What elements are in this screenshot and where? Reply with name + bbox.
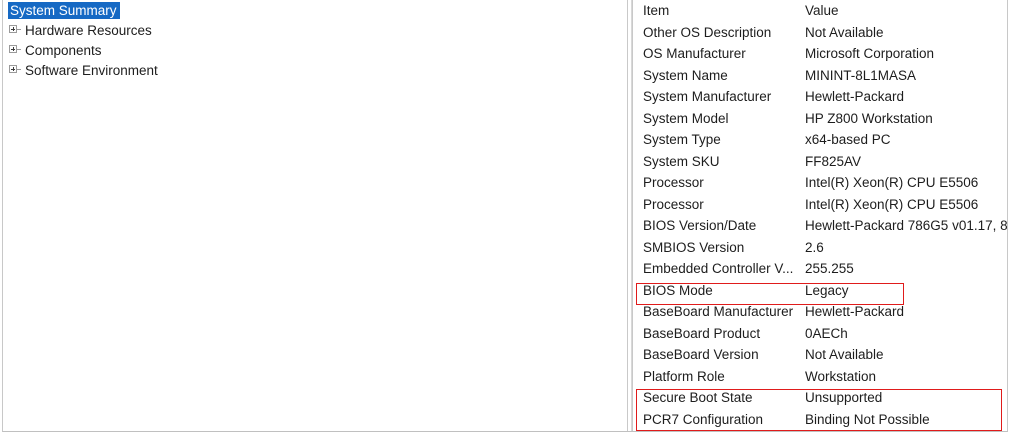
detail-item-name: PCR7 Configuration (643, 411, 764, 427)
column-header-value[interactable]: Value (805, 3, 839, 18)
detail-item-name: SMBIOS Version (643, 239, 745, 255)
detail-item-name: BaseBoard Version (643, 347, 759, 362)
tree-item-label: Software Environment (25, 62, 158, 78)
expand-plus-icon[interactable] (6, 22, 23, 38)
detail-item-name: Other OS Description (643, 24, 772, 40)
detail-row[interactable]: System Name MININT-8L1MASA (633, 65, 1007, 87)
detail-item-name: Platform Role (643, 368, 725, 384)
detail-item-name: System Manufacturer (643, 89, 772, 104)
detail-row[interactable]: Platform Role Workstation (633, 366, 1007, 388)
detail-row[interactable]: BIOS Mode Legacy (633, 280, 1007, 302)
detail-item-value: Hewlett-Packard 786G5 v01.17, 8/ (805, 218, 1007, 233)
detail-item-value: Hewlett-Packard (805, 89, 905, 104)
detail-item-value: Hewlett-Packard (805, 304, 905, 319)
detail-item-name: System Model (643, 110, 729, 126)
tree-item-system-summary[interactable]: System Summary (3, 0, 627, 20)
detail-item-value: Intel(R) Xeon(R) CPU E5506 (805, 175, 979, 190)
detail-row[interactable]: PCR7 Configuration Binding Not Possible (633, 409, 1007, 431)
detail-row[interactable]: SMBIOS Version 2.6 (633, 237, 1007, 259)
detail-item-name: System Type (643, 132, 721, 147)
detail-row[interactable]: BaseBoard Product 0AECh (633, 323, 1007, 345)
detail-item-value: 0AECh (805, 325, 848, 341)
detail-item-name: BaseBoard Product (643, 325, 761, 341)
tree-item-label: System Summary (8, 1, 120, 19)
detail-row[interactable]: System Model HP Z800 Workstation (633, 108, 1007, 130)
detail-row[interactable]: System Manufacturer Hewlett-Packard (633, 86, 1007, 108)
detail-item-value: Intel(R) Xeon(R) CPU E5506 (805, 196, 979, 212)
detail-row[interactable]: Processor Intel(R) Xeon(R) CPU E5506 (633, 172, 1007, 194)
tree-item-label: Hardware Resources (25, 22, 152, 38)
detail-row[interactable]: System SKU FF825AV (633, 151, 1007, 173)
detail-row[interactable]: BaseBoard Manufacturer Hewlett-Packard (633, 301, 1007, 323)
detail-item-value: Microsoft Corporation (805, 46, 935, 61)
detail-item-name: Processor (643, 175, 704, 190)
expand-plus-icon[interactable] (6, 62, 23, 78)
detail-row[interactable]: BaseBoard Version Not Available (633, 344, 1007, 366)
detail-row[interactable]: BIOS Version/Date Hewlett-Packard 786G5 v… (633, 215, 1007, 237)
detail-item-name: BIOS Version/Date (643, 218, 757, 233)
pane-splitter[interactable] (627, 0, 632, 431)
detail-row[interactable]: System Type x64-based PC (633, 129, 1007, 151)
detail-column-header[interactable]: Item Value (633, 0, 1007, 22)
detail-item-value: Unsupported (805, 390, 883, 405)
detail-item-name: Processor (643, 196, 704, 212)
detail-row[interactable]: Secure Boot State Unsupported (633, 387, 1007, 409)
detail-item-value: Binding Not Possible (805, 411, 930, 427)
detail-item-value: Not Available (805, 24, 884, 40)
detail-item-value: Not Available (805, 347, 884, 362)
detail-item-value: 2.6 (805, 239, 824, 255)
detail-item-name: BaseBoard Manufacturer (643, 304, 794, 319)
tree-item-components[interactable]: Components (3, 40, 627, 60)
detail-row[interactable]: Embedded Controller V... 255.255 (633, 258, 1007, 280)
detail-row[interactable]: OS Manufacturer Microsoft Corporation (633, 43, 1007, 65)
detail-item-value: Legacy (805, 282, 849, 298)
tree-item-label: Components (25, 42, 102, 58)
detail-row[interactable]: Other OS Description Not Available (633, 22, 1007, 44)
detail-item-value: FF825AV (805, 153, 862, 169)
detail-item-name: Embedded Controller V... (643, 261, 794, 276)
detail-item-name: System Name (643, 67, 728, 83)
column-header-item[interactable]: Item (643, 3, 670, 18)
detail-item-value: 255.255 (805, 261, 854, 276)
expand-plus-icon[interactable] (6, 42, 23, 58)
detail-row[interactable]: Processor Intel(R) Xeon(R) CPU E5506 (633, 194, 1007, 216)
tree-item-hardware-resources[interactable]: Hardware Resources (3, 20, 627, 40)
detail-item-value: MININT-8L1MASA (805, 67, 917, 83)
detail-item-name: OS Manufacturer (643, 46, 746, 61)
detail-item-name: Secure Boot State (643, 390, 753, 405)
tree-item-software-environment[interactable]: Software Environment (3, 60, 627, 80)
detail-item-name: System SKU (643, 153, 720, 169)
detail-item-value: Workstation (805, 368, 877, 384)
detail-item-name: BIOS Mode (643, 282, 713, 298)
detail-item-value: x64-based PC (805, 132, 891, 147)
detail-item-value: HP Z800 Workstation (805, 110, 933, 126)
